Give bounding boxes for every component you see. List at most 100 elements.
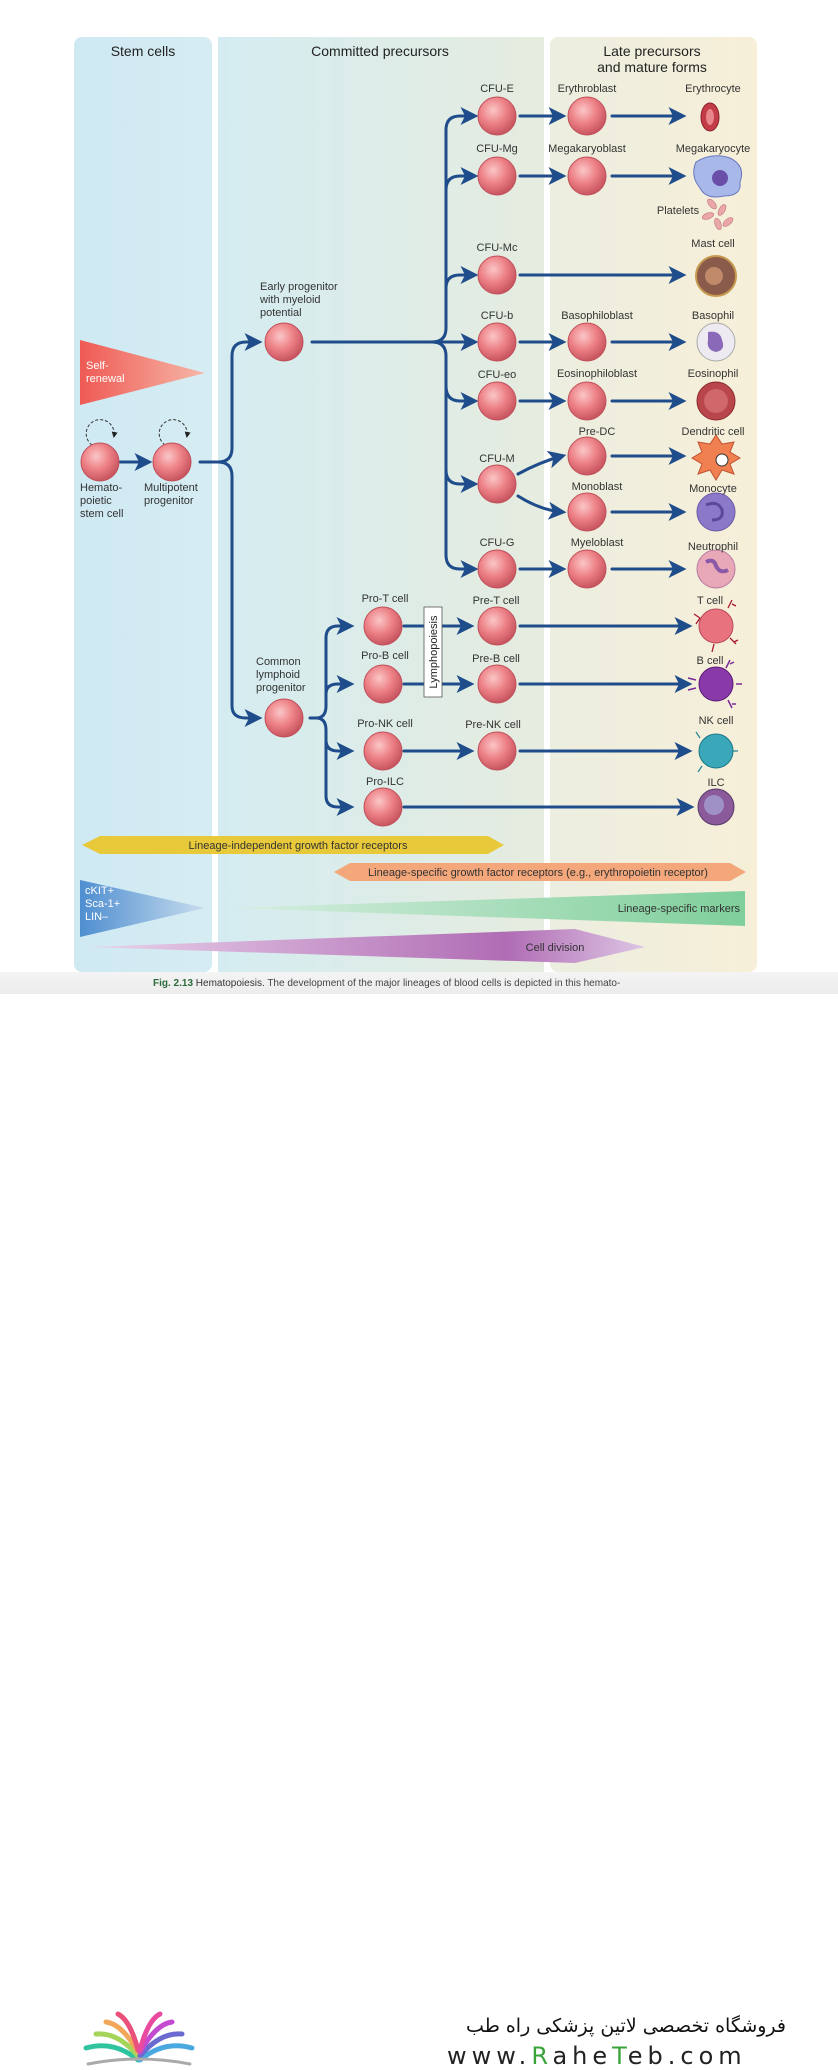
monocyte-icon <box>696 492 736 532</box>
monocyte-nucleus <box>705 501 724 522</box>
shop-url[interactable]: www.RaheTeb.com <box>447 2042 747 2070</box>
self-renewal-loop-mpp <box>158 419 191 446</box>
megakaryoblast-label: Megakaryoblast <box>548 143 626 155</box>
t-cell-receptors <box>693 599 739 653</box>
ilc-nucleus <box>704 795 724 815</box>
lymphopoiesis-box <box>423 606 443 698</box>
cfu-e-cell <box>477 96 517 136</box>
self-renewal-wedge <box>80 340 205 405</box>
url-part: www. <box>447 2042 532 2070</box>
caption-title: Hematopoiesis. <box>195 978 265 989</box>
myeloid-progenitor-label-3: potential <box>260 307 302 319</box>
hsc-label-2: poietic <box>80 495 112 507</box>
pre-dc-label: Pre-DC <box>579 426 616 438</box>
pre-b-cell <box>477 664 517 704</box>
cfu-mc-cell <box>477 255 517 295</box>
hsc-label-3: stem cell <box>80 508 123 520</box>
cfu-b-label: CFU-b <box>481 310 513 322</box>
dendritic-cell-granule <box>715 453 729 467</box>
cfu-g-label: CFU-G <box>480 537 515 549</box>
cfu-eo-cell <box>477 381 517 421</box>
lineage-independent-band <box>82 836 504 854</box>
t-cell-label: T cell <box>697 595 723 607</box>
caption-label: Fig. 2.13 <box>153 978 194 989</box>
caption-bar <box>0 972 838 994</box>
hsc-cell <box>80 442 120 482</box>
url-part: ahe <box>552 2042 613 2070</box>
committed-column-header: Committed precursors <box>311 43 449 59</box>
mast-cell-nucleus <box>705 267 723 285</box>
eosinophiloblast-cell <box>567 381 607 421</box>
myeloblast-cell <box>567 549 607 589</box>
ilc-label: ILC <box>707 777 724 789</box>
eosinophil-label: Eosinophil <box>688 368 739 380</box>
mast-cell-label: Mast cell <box>691 238 734 250</box>
hsc-label-1: Hemato- <box>80 482 123 494</box>
erythroblast-cell <box>567 96 607 136</box>
lineage-specific-gf-band <box>334 863 746 881</box>
platelets-label: Platelets <box>657 205 700 217</box>
lineage-markers-label: Lineage-specific markers <box>618 903 741 915</box>
lymphopoiesis-label: Lymphopoiesis <box>428 615 440 688</box>
hematopoiesis-diagram: Stem cells Committed precursors Late pre… <box>74 37 757 972</box>
megakaryoblast-cell <box>567 156 607 196</box>
lymphoid-progenitor-label-2: lymphoid <box>256 669 300 681</box>
cfu-m-cell <box>477 464 517 504</box>
pro-nk-cell <box>363 731 403 771</box>
monocyte-label: Monocyte <box>689 483 737 495</box>
basophil-nucleus <box>707 331 724 352</box>
cfu-g-cell <box>477 549 517 589</box>
url-part: eb.com <box>627 2042 747 2070</box>
cfu-mc-label: CFU-Mc <box>477 242 518 254</box>
lymphoid-progenitor-label-3: progenitor <box>256 682 306 694</box>
basophiloblast-label: Basophiloblast <box>561 310 633 322</box>
myeloid-progenitor-label-2: with myeloid <box>259 294 321 306</box>
monoblast-cell <box>567 492 607 532</box>
neutrophil-nucleus <box>705 558 729 574</box>
late-column-header-1: Late precursors <box>603 43 700 59</box>
pre-t-label: Pre-T cell <box>473 595 520 607</box>
platelets-icon <box>701 198 734 231</box>
stem-column-header: Stem cells <box>111 43 176 59</box>
pre-nk-label: Pre-NK cell <box>465 719 521 731</box>
monoblast-label: Monoblast <box>572 481 623 493</box>
eosinophiloblast-label: Eosinophiloblast <box>557 368 637 380</box>
myeloid-progenitor-cell <box>264 322 304 362</box>
cfu-m-label: CFU-M <box>479 453 514 465</box>
mature-cells <box>687 102 743 826</box>
neutrophil-label: Neutrophil <box>688 541 738 553</box>
pro-b-label: Pro-B cell <box>361 650 409 662</box>
footer: فروشگاه تخصصی لاتین پزشکی راه طب www.Rah… <box>0 1000 838 2070</box>
pro-ilc-cell <box>363 787 403 827</box>
shop-name: فروشگاه تخصصی لاتین پزشکی راه طب <box>466 2015 786 2037</box>
url-part: R <box>531 2042 553 2070</box>
myeloid-progenitor-label-1: Early progenitor <box>260 281 338 293</box>
t-cell-icon <box>698 608 734 644</box>
basophil-label: Basophil <box>692 310 734 322</box>
row-labels: CFU-E Erythroblast Erythrocyte CFU-Mg Me… <box>357 83 750 789</box>
pre-dc-cell <box>567 436 607 476</box>
pro-t-cell <box>363 606 403 646</box>
cfu-eo-label: CFU-eo <box>478 369 517 381</box>
late-column-header-2: and mature forms <box>597 59 707 75</box>
lymphoid-progenitor-label-1: Common <box>256 656 301 668</box>
megakaryocyte-nucleus <box>712 170 728 186</box>
cell-division-band <box>90 929 645 963</box>
pro-b-cell <box>363 664 403 704</box>
pro-ilc-label: Pro-ILC <box>366 776 404 788</box>
b-cell-label: B cell <box>697 655 724 667</box>
cells-layer <box>80 96 607 827</box>
dendritic-cell-label: Dendritic cell <box>682 426 745 438</box>
b-cell-receptors <box>687 659 742 709</box>
url-part: T <box>612 2042 628 2070</box>
pre-b-label: Pre-B cell <box>472 653 520 665</box>
megakaryocyte-label: Megakaryocyte <box>676 143 751 155</box>
lymphoid-progenitor-cell <box>264 698 304 738</box>
lin-label: LIN– <box>85 911 109 923</box>
pre-nk-cell <box>477 731 517 771</box>
book-logo-icon <box>83 2011 195 2066</box>
lineage-independent-label: Lineage-independent growth factor recept… <box>189 840 408 852</box>
sca1-label: Sca-1+ <box>85 898 120 910</box>
self-renewal-label-2: renewal <box>86 373 125 385</box>
mpp-label-2: progenitor <box>144 495 194 507</box>
